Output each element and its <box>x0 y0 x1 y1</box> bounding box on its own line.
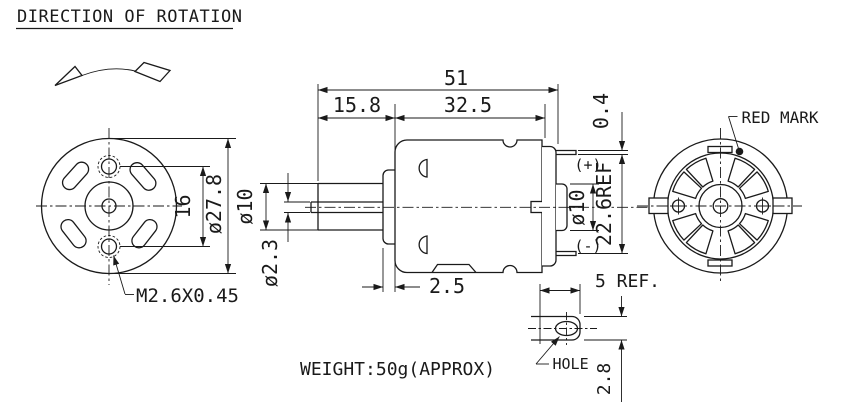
dim-rear-boss-diameter: ø10 <box>565 183 599 231</box>
red-mark-callout: RED MARK <box>728 108 819 156</box>
dim-text-rear-boss: ø10 <box>565 189 589 225</box>
hole-label: HOLE <box>553 355 589 373</box>
dim-text-width-ref: 5 REF. <box>595 271 660 292</box>
body-crimp-tab <box>431 263 477 273</box>
front-boss <box>317 182 383 231</box>
dim-terminal-width-ref: 5 REF. <box>539 271 660 344</box>
strap-tab-top <box>707 145 733 154</box>
dim-text-front-boss: ø10 <box>233 188 257 224</box>
body-vent-hole <box>418 158 428 178</box>
dim-body-length: 32.5 <box>395 93 546 138</box>
dim-text-shaft-diameter: ø2.3 <box>258 239 282 287</box>
dim-text-terminal-thickness: 0.4 <box>589 93 613 129</box>
body-vent-hole <box>418 235 428 255</box>
dim-hole-spacing: 16 <box>120 166 210 247</box>
motor-body <box>394 139 543 274</box>
dim-text-front-section: 15.8 <box>333 93 381 117</box>
dim-text-terminal-span: 22.6REF <box>592 162 616 246</box>
dim-front-section: 15.8 <box>318 93 396 168</box>
dim-overall-length: 51 <box>317 66 559 181</box>
dim-text-overall-length: 51 <box>444 66 468 90</box>
dim-text-hole-spacing: 16 <box>171 194 195 218</box>
vent-trapezoid <box>727 224 756 255</box>
negative-terminal-label: (-) <box>574 237 601 255</box>
vent-slot <box>129 162 157 191</box>
dim-text-outer-diameter: ø27.8 <box>202 174 226 234</box>
positive-terminal-label: (+) <box>574 156 601 174</box>
rotation-arc <box>81 68 136 76</box>
dim-text-flange-thickness: 2.5 <box>429 274 465 298</box>
dim-terminal-height: 2.8 <box>584 296 627 402</box>
dim-shaft-diameter: ø2.3 <box>258 173 310 287</box>
terminal-negative <box>556 250 577 257</box>
vent-slot <box>61 161 90 191</box>
side-view: 51 15.8 32.5 ø10 ø2.3 <box>233 66 658 298</box>
dim-flange-thickness: 2.5 <box>362 248 465 298</box>
hole-callout: HOLE <box>535 336 589 373</box>
rotation-arrow-icon <box>54 61 172 87</box>
dim-terminal-thickness: 0.4 <box>578 93 628 155</box>
end-cap <box>542 145 557 267</box>
vent-trapezoid <box>738 212 769 241</box>
rear-view: RED MARK <box>637 108 819 284</box>
thread-spec-text: M2.6X0.45 <box>136 285 239 307</box>
dim-front-boss-diameter: ø10 <box>233 183 318 231</box>
vent-slot <box>60 218 87 249</box>
dim-outer-diameter: ø27.8 <box>113 138 236 274</box>
title-block: DIRECTION OF ROTATION <box>16 7 242 30</box>
rear-vent-slots <box>672 157 769 255</box>
dim-text-terminal-height: 2.8 <box>594 363 615 396</box>
strap-tab-bottom <box>707 259 733 267</box>
dim-text-body-length: 32.5 <box>444 93 492 117</box>
thread-callout: M2.6X0.45 <box>113 255 239 307</box>
front-view: 16 ø27.8 M2.6X0.45 <box>36 128 239 307</box>
dim-terminal-span: 22.6REF <box>578 154 628 254</box>
terminal-detail-view: 5 REF. 2.8 HOLE <box>528 271 660 402</box>
weight-note: WEIGHT:50g(APPROX) <box>300 359 495 380</box>
red-mark-label: RED MARK <box>742 108 819 127</box>
red-mark-dot <box>735 147 744 156</box>
rotation-arrow-tail <box>133 61 172 83</box>
rotation-arrowhead <box>54 65 84 87</box>
terminal-positive <box>556 149 577 156</box>
drawing-title: DIRECTION OF ROTATION <box>17 7 242 27</box>
